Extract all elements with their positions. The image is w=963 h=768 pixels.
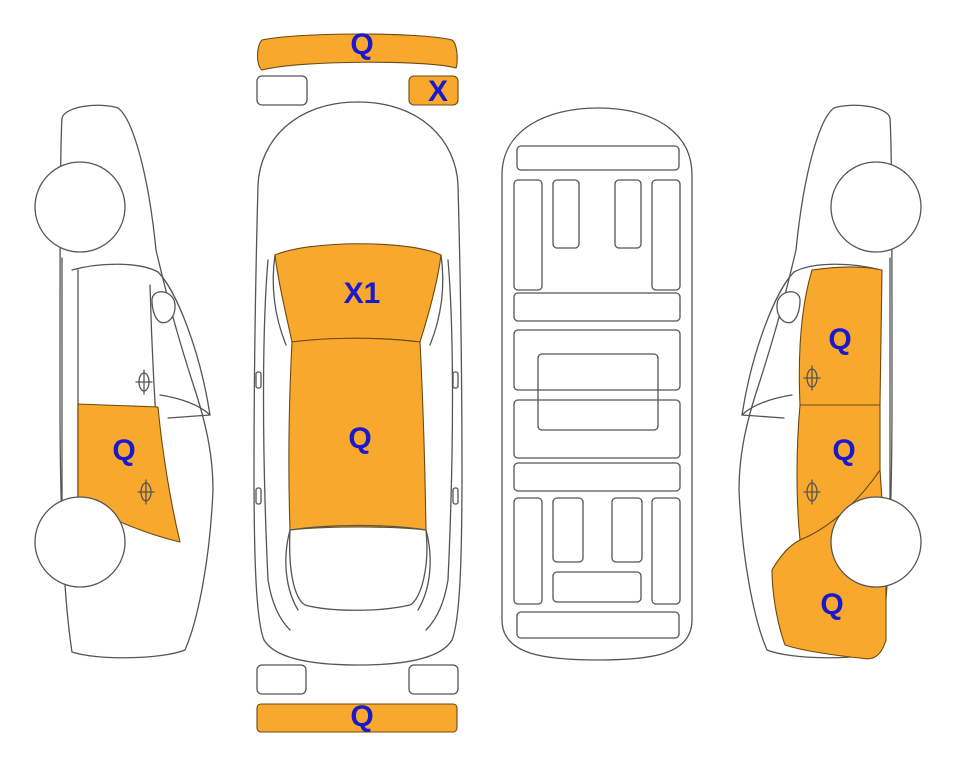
body-inner-right xyxy=(425,259,454,631)
right-rear-mirror-mark xyxy=(452,487,459,505)
body-inner-left xyxy=(262,259,291,631)
left-front-mirror-mark xyxy=(255,371,262,389)
front-right-lamp-code: X xyxy=(428,75,448,108)
right-window-front xyxy=(741,394,793,419)
right-rear-door-handle xyxy=(803,479,821,505)
right-a-pillar xyxy=(429,254,444,346)
front-left-lamp xyxy=(256,75,308,106)
right-front-door-handle xyxy=(803,365,821,391)
left-front-wheel xyxy=(34,161,126,253)
rear-bumper-panel xyxy=(256,703,458,733)
left-side-view: Q xyxy=(34,104,214,659)
right-front-wheel xyxy=(830,161,922,253)
right-front-door-code: Q xyxy=(828,323,851,356)
left-a-pillar xyxy=(272,254,287,346)
right-side-view: Q Q Q xyxy=(738,104,922,660)
right-window-line xyxy=(741,263,881,416)
rear-right-lamp xyxy=(408,664,459,695)
right-rear-quarter-code: Q xyxy=(820,588,843,621)
roof-code: Q xyxy=(348,422,371,455)
right-mirror xyxy=(776,291,801,324)
left-c-pillar xyxy=(285,529,299,611)
left-rear-mirror-mark xyxy=(255,487,262,505)
right-rear-wheel xyxy=(830,496,922,588)
underbody-outline xyxy=(501,107,693,661)
rear-left-lamp xyxy=(256,664,307,695)
left-front-door-handle xyxy=(135,369,153,395)
top-view: Q X X1 Q Q xyxy=(253,28,463,733)
left-rear-wheel xyxy=(34,496,126,588)
right-c-pillar xyxy=(417,529,431,611)
underbody-view xyxy=(501,107,693,661)
front-right-lamp xyxy=(408,75,459,106)
left-window-line xyxy=(71,263,211,416)
left-rear-door-code: Q xyxy=(112,434,135,467)
right-rear-door-code: Q xyxy=(832,434,855,467)
rear-window xyxy=(288,524,428,611)
left-mirror xyxy=(151,291,176,324)
front-bumper-code: Q xyxy=(350,28,373,61)
hood-code: X1 xyxy=(344,277,381,310)
left-rear-door-handle xyxy=(137,479,155,505)
left-window-front xyxy=(159,394,211,419)
front-bumper-panel xyxy=(256,33,458,71)
right-front-mirror-mark xyxy=(452,371,459,389)
rear-bumper-code: Q xyxy=(350,700,373,733)
